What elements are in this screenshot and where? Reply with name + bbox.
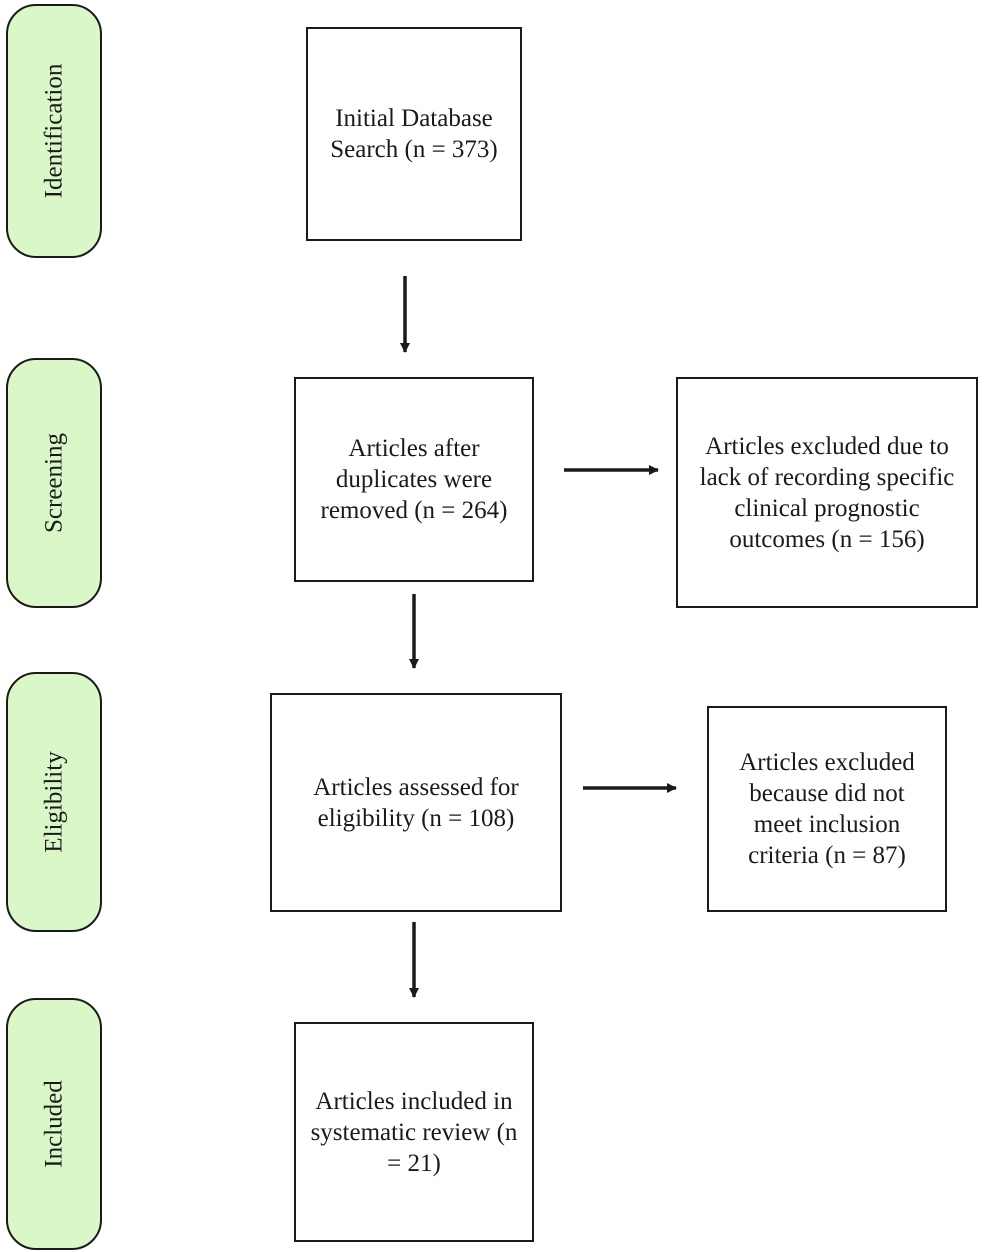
stage-included: Included: [6, 998, 102, 1250]
after-duplicates-box: Articles after duplicates were removed (…: [294, 377, 534, 582]
excluded-criteria-text: Articles excluded because did not meet i…: [739, 749, 915, 869]
stage-eligibility-label: Eligibility: [40, 751, 68, 853]
stage-identification: Identification: [6, 4, 102, 258]
after-duplicates-text: Articles after duplicates were removed (…: [320, 435, 508, 524]
stage-included-label: Included: [40, 1080, 68, 1168]
excluded-criteria-box: Articles excluded because did not meet i…: [707, 706, 947, 912]
excluded-outcomes-box: Articles excluded due to lack of recordi…: [676, 377, 978, 608]
initial-search-text: Initial Database Search (n = 373): [330, 105, 498, 163]
initial-search-box: Initial Database Search (n = 373): [306, 27, 522, 241]
included-review-box: Articles included in systematic review (…: [294, 1022, 534, 1242]
assessed-eligibility-box: Articles assessed for eligibility (n = 1…: [270, 693, 562, 912]
excluded-outcomes-text: Articles excluded due to lack of recordi…: [699, 432, 955, 553]
stage-eligibility: Eligibility: [6, 672, 102, 932]
stage-screening-label: Screening: [40, 433, 68, 533]
stage-screening: Screening: [6, 358, 102, 608]
included-review-text: Articles included in systematic review (…: [310, 1087, 518, 1177]
assessed-eligibility-text: Articles assessed for eligibility (n = 1…: [313, 773, 519, 832]
stage-identification-label: Identification: [40, 63, 68, 199]
